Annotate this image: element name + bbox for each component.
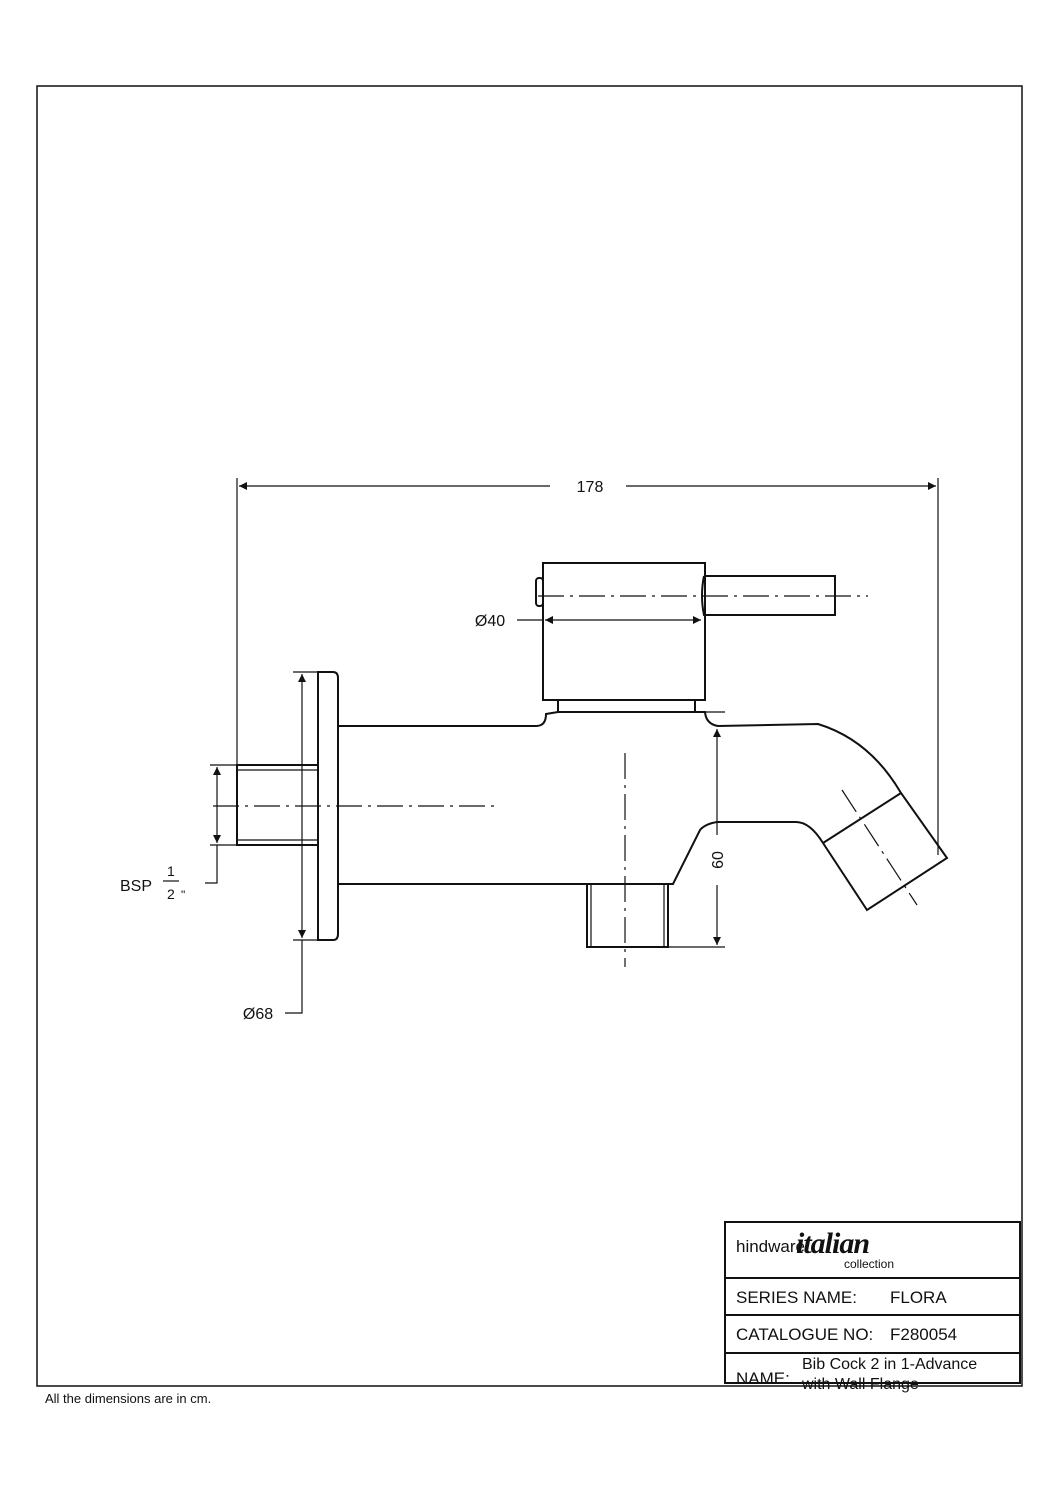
bottom-outlet — [586, 883, 669, 948]
dimension-overall-length: 178 — [236, 478, 939, 855]
dimension-thread: BSP 1 2 " — [120, 764, 237, 902]
series-label: SERIES NAME: — [736, 1288, 857, 1307]
inlet-pipe — [236, 764, 319, 846]
wall-flange — [317, 671, 339, 941]
svg-text:1: 1 — [167, 863, 175, 879]
catalogue-row: CATALOGUE NO: F280054 — [726, 1314, 1019, 1354]
name-row: NAME: Bib Cock 2 in 1-Advance with Wall … — [726, 1352, 1019, 1393]
svg-text:BSP: BSP — [120, 878, 152, 895]
svg-text:": " — [181, 888, 185, 902]
catalogue-label: CATALOGUE NO: — [736, 1325, 874, 1344]
name-label: NAME: — [736, 1369, 790, 1388]
svg-text:60: 60 — [710, 851, 727, 869]
svg-text:Ø40: Ø40 — [475, 613, 505, 630]
title-block: hindware italian collection SERIES NAME:… — [724, 1221, 1021, 1393]
dimension-flange-diameter: Ø68 — [243, 671, 318, 1023]
tap-body — [213, 711, 949, 967]
series-value: FLORA — [890, 1288, 947, 1307]
catalogue-value: F280054 — [890, 1325, 958, 1344]
dimension-height: 60 — [668, 711, 727, 948]
dimension-handle-diameter: Ø40 — [475, 613, 701, 630]
svg-text:178: 178 — [577, 479, 604, 496]
svg-text:2: 2 — [167, 886, 175, 902]
handle — [535, 562, 868, 713]
logo-script: italian — [796, 1227, 870, 1260]
name-value-line2: with Wall Flange — [802, 1376, 919, 1393]
page-border — [36, 85, 1023, 1387]
name-value-line1: Bib Cock 2 in 1-Advance — [802, 1356, 978, 1373]
logo-brand: hindware — [736, 1237, 805, 1256]
series-row: SERIES NAME: FLORA — [726, 1277, 1019, 1316]
dimensions-note: All the dimensions are in cm. — [45, 1391, 212, 1406]
logo-sub: collection — [844, 1257, 895, 1271]
svg-text:Ø68: Ø68 — [243, 1006, 273, 1023]
